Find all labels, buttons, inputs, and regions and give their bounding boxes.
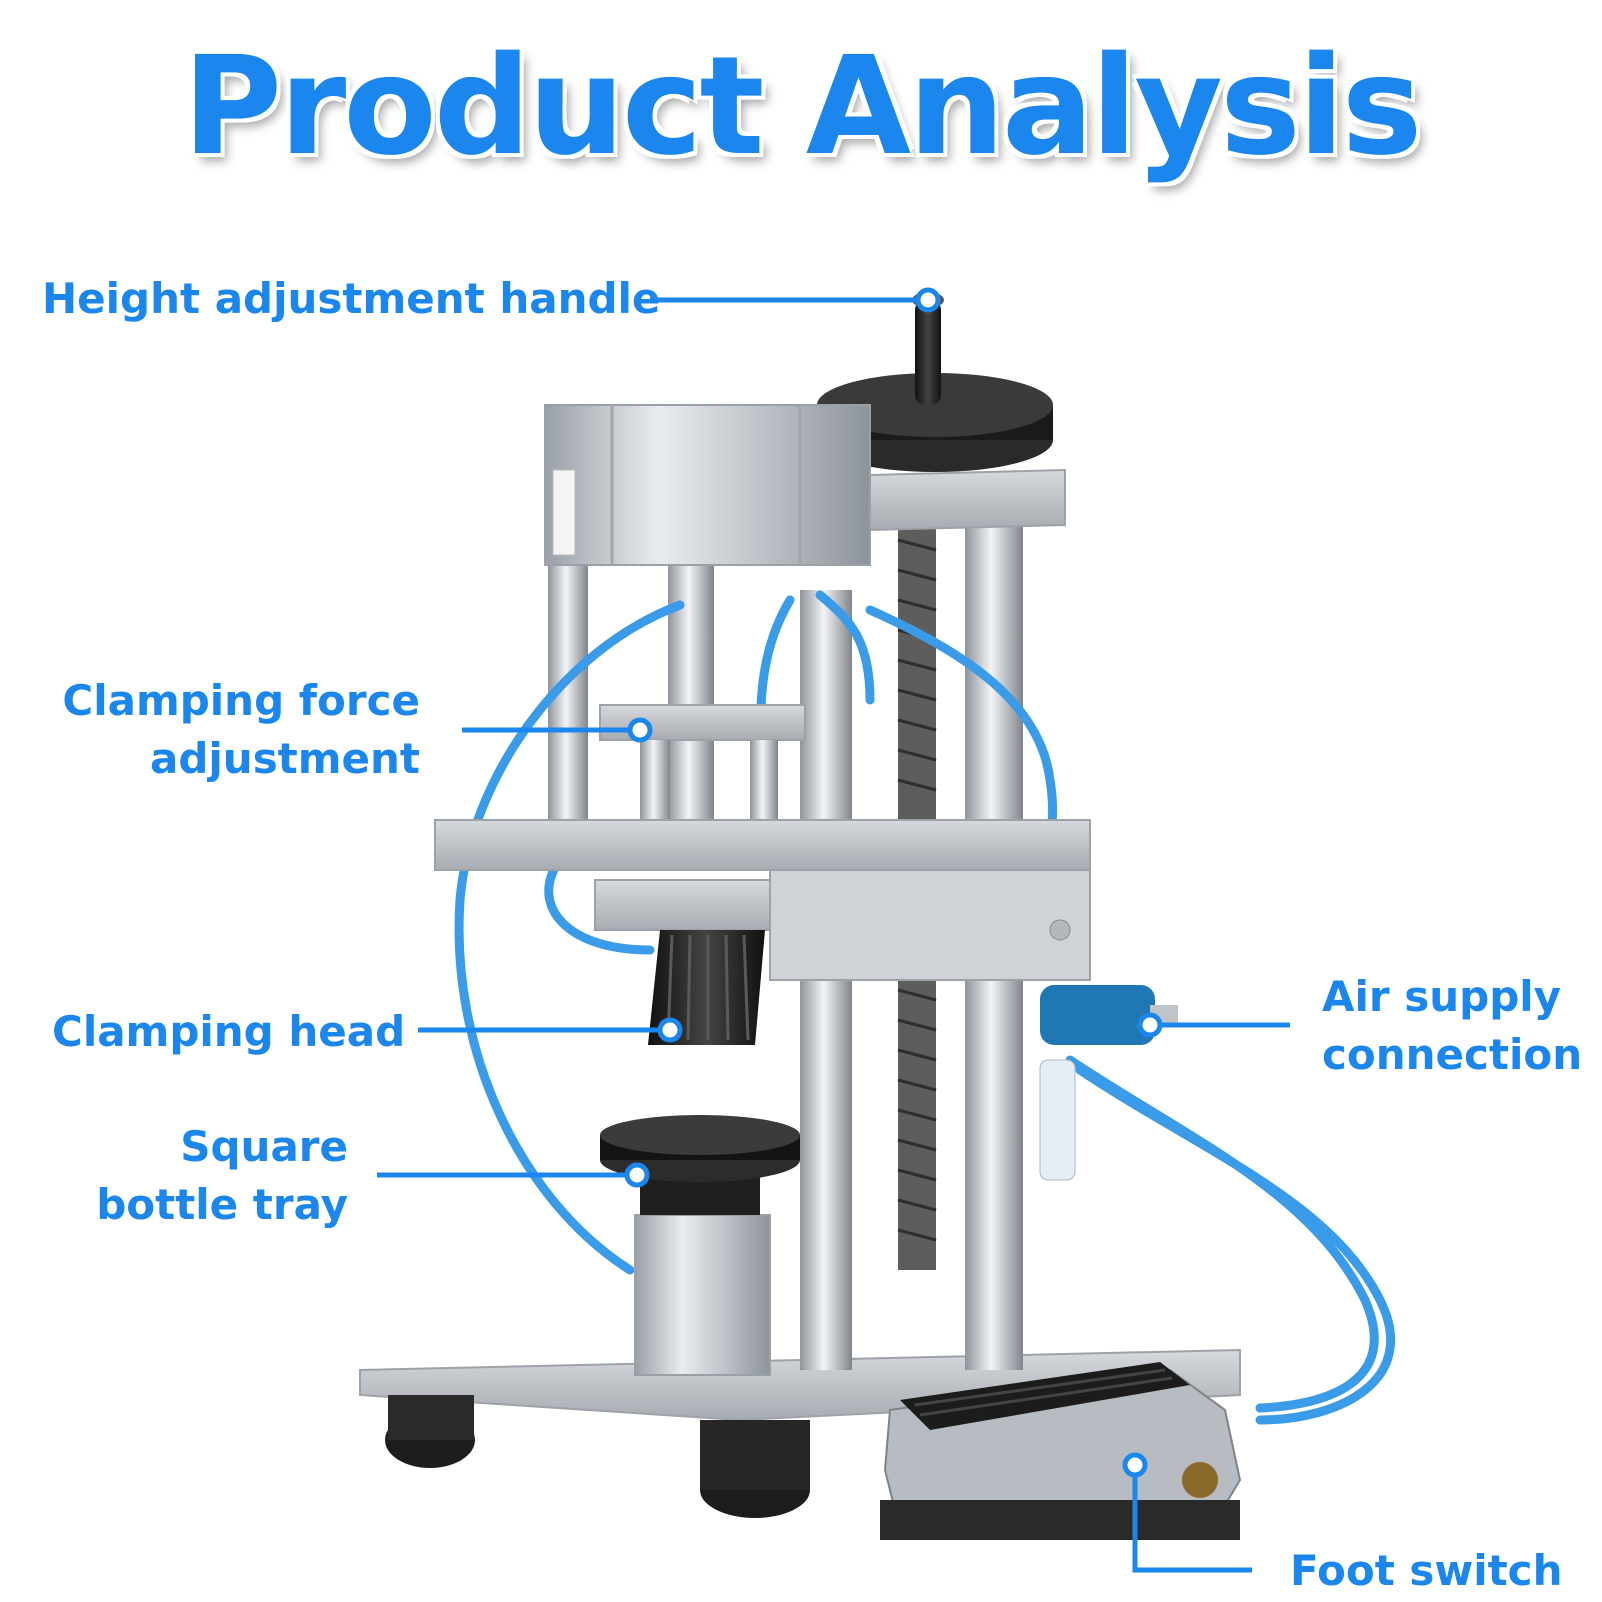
middle-plate (434, 819, 1091, 981)
callout-dot-clamping-force (627, 717, 653, 743)
foot-switch-pedal (880, 1362, 1242, 1540)
callout-dot-air-supply (1137, 1012, 1163, 1038)
label-bottle-tray: Square bottle tray (80, 1118, 348, 1234)
callout-dot-foot-switch (1122, 1452, 1148, 1478)
callout-line-foot-switch (1132, 1475, 1252, 1573)
label-air-supply-line2: connection (1322, 1030, 1583, 1079)
page-title: Product Analysis (182, 28, 1423, 186)
label-clamping-force-line2: adjustment (149, 734, 420, 783)
callout-dot-height-handle (915, 287, 941, 313)
callout-dot-bottle-tray (624, 1162, 650, 1188)
label-clamping-head: Clamping head (52, 1007, 406, 1056)
bottle-tray (600, 1115, 800, 1376)
label-bottle-tray-line2: bottle tray (96, 1180, 348, 1229)
handle-knob (915, 300, 941, 405)
label-air-supply-line1: Air supply (1322, 972, 1562, 1021)
label-height-handle: Height adjustment handle (42, 274, 661, 323)
top-cylinder (544, 404, 871, 566)
label-clamping-force-line1: Clamping force (62, 676, 420, 725)
clamp-force-block (599, 704, 806, 825)
air-regulator (1039, 985, 1178, 1181)
callout-dot-clamping-head (657, 1017, 683, 1043)
label-clamping-force: Clamping force adjustment (60, 672, 420, 788)
label-air-supply: Air supply connection (1322, 968, 1582, 1084)
label-foot-switch: Foot switch (1290, 1546, 1563, 1595)
label-bottle-tray-line1: Square (180, 1122, 348, 1171)
air-tubes (454, 590, 1396, 1425)
clamping-head (648, 930, 765, 1045)
